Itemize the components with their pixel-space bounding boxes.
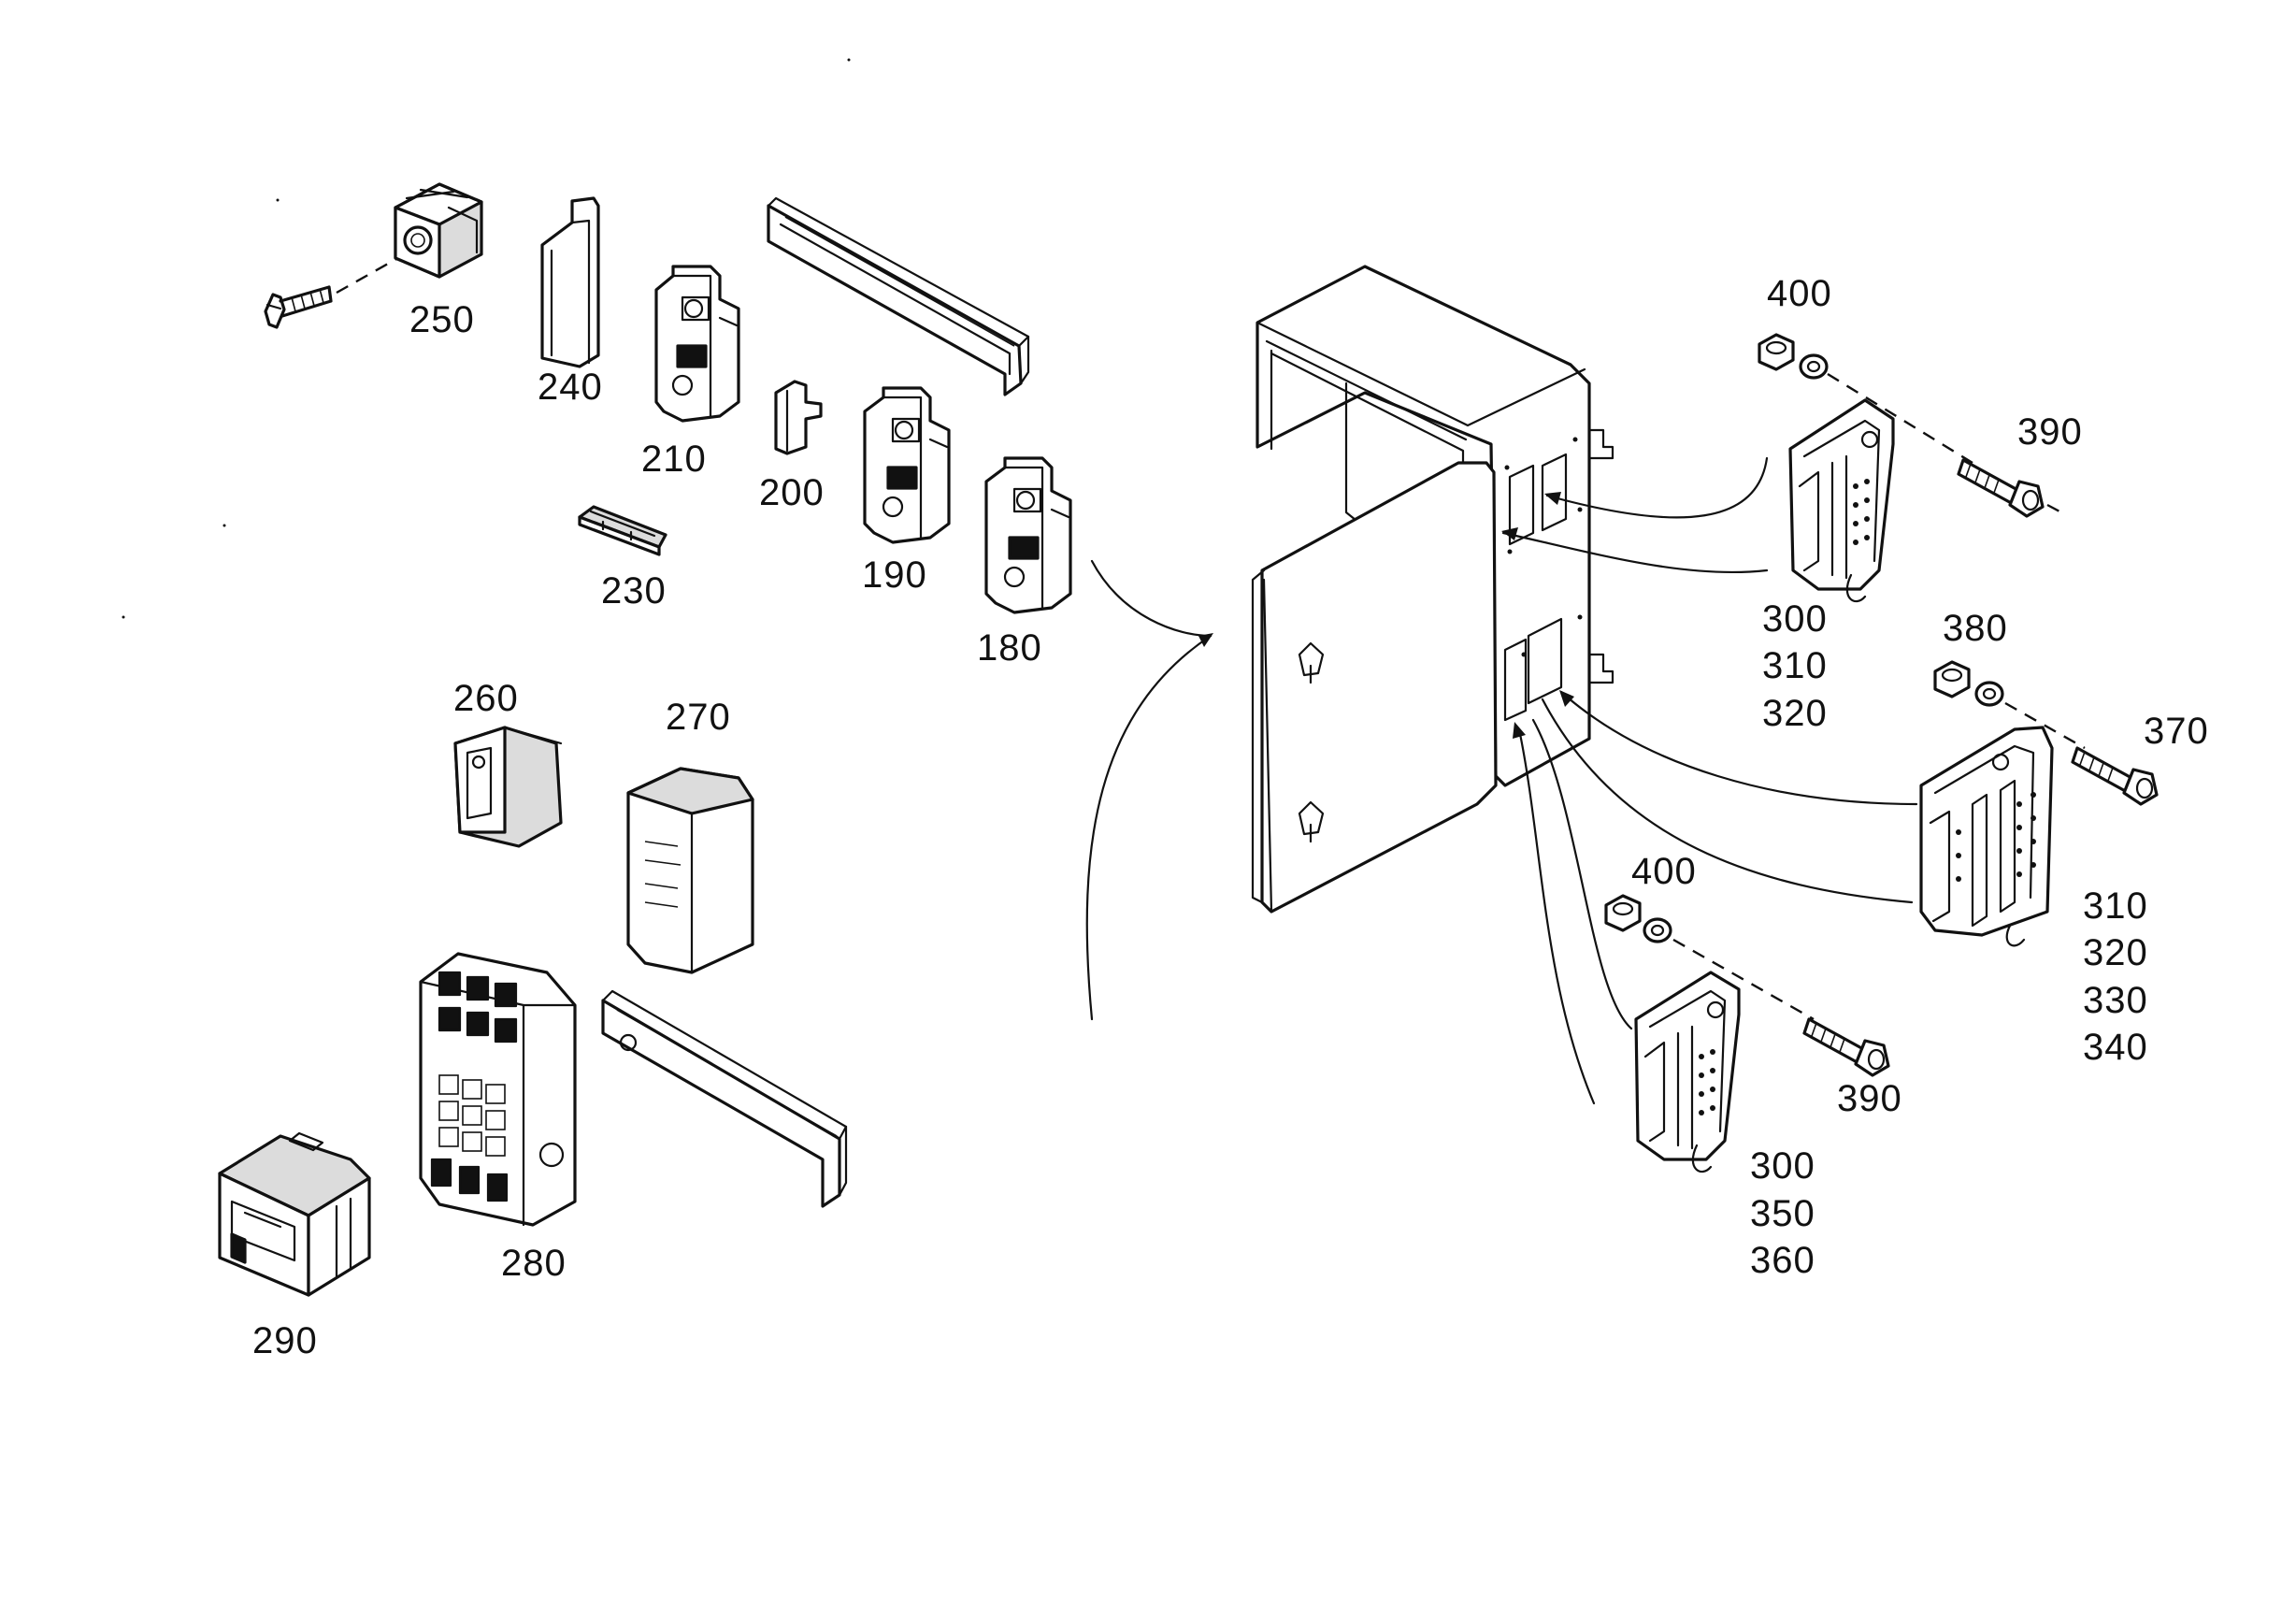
callout-390-bottom: 390	[1837, 1078, 1902, 1119]
nut-icon	[1758, 333, 1795, 371]
callout-200: 200	[759, 472, 825, 513]
arrow-head-icon	[1513, 722, 1526, 739]
callout-300-bottom: 300	[1750, 1145, 1815, 1187]
assembly-line	[1672, 938, 1815, 1021]
assembly-line	[2004, 701, 2086, 750]
leader-line	[1545, 456, 1769, 519]
arrow-head-icon	[1559, 690, 1574, 707]
callout-400-bottom: 400	[1631, 851, 1697, 892]
callout-280: 280	[501, 1243, 567, 1284]
callout-300-top: 300	[1762, 598, 1828, 640]
scan-speck	[122, 58, 851, 619]
arrow-head-icon	[1198, 633, 1213, 647]
callout-240: 240	[538, 367, 603, 408]
cap-screw-icon	[2071, 746, 2159, 806]
callout-310-top: 310	[1762, 645, 1828, 686]
screw-icon	[264, 285, 333, 329]
din-rail-icon	[601, 989, 848, 1208]
connector-housing-icon	[1919, 726, 2054, 947]
enclosure-icon	[1251, 265, 1614, 914]
callout-180: 180	[977, 627, 1042, 669]
callout-260: 260	[453, 678, 519, 719]
relay-cover-icon	[453, 726, 563, 848]
callout-380: 380	[1943, 608, 2008, 649]
callout-190: 190	[862, 554, 927, 596]
leader-line	[1501, 531, 1769, 574]
nut-icon	[1604, 894, 1642, 932]
callout-350: 350	[1750, 1193, 1815, 1234]
leader-line	[1559, 690, 1918, 806]
callout-270: 270	[666, 697, 731, 738]
end-plate-icon	[540, 196, 600, 368]
callout-330: 330	[2083, 980, 2148, 1021]
assembly-line	[2046, 503, 2062, 514]
callout-250: 250	[409, 299, 475, 340]
callout-340: 340	[2083, 1027, 2148, 1068]
callout-360: 360	[1750, 1240, 1815, 1281]
relay-socket-icon	[419, 952, 577, 1227]
connector-housing-icon	[1634, 971, 1741, 1173]
assembly-line	[1827, 372, 1973, 465]
module-box-icon	[218, 1131, 371, 1297]
terminal-block-icon	[394, 182, 483, 279]
callout-210: 210	[641, 439, 707, 480]
cap-screw-icon	[1957, 458, 2045, 518]
terminal-icon	[654, 265, 740, 423]
washer-icon	[1643, 917, 1672, 943]
end-plate-icon	[774, 380, 823, 455]
din-rail-icon	[767, 196, 1030, 396]
leader-line	[1517, 727, 1596, 1105]
leader-line	[1531, 718, 1633, 1030]
leader-line	[1090, 559, 1213, 638]
callout-320-top: 320	[1762, 693, 1828, 734]
callout-230: 230	[601, 570, 667, 612]
callout-320-right: 320	[2083, 932, 2148, 973]
nut-icon	[1933, 660, 1971, 698]
callout-390-top: 390	[2017, 411, 2083, 453]
terminal-icon	[984, 456, 1072, 614]
terminal-icon	[863, 386, 951, 544]
callout-310-right: 310	[2083, 885, 2148, 927]
callout-370: 370	[2144, 711, 2209, 752]
arrow-head-icon	[1544, 492, 1561, 505]
marker-strip-icon	[578, 505, 667, 556]
connector-housing-icon	[1788, 398, 1895, 603]
cap-screw-icon	[1802, 1017, 1890, 1077]
arrow-head-icon	[1501, 527, 1518, 540]
washer-icon	[1799, 353, 1829, 380]
leader-line	[1541, 698, 1914, 904]
leader-line	[1085, 634, 1213, 1021]
washer-icon	[1974, 681, 2004, 707]
relay-icon	[626, 767, 754, 974]
callout-400-top: 400	[1767, 273, 1832, 314]
callout-290: 290	[252, 1320, 318, 1361]
